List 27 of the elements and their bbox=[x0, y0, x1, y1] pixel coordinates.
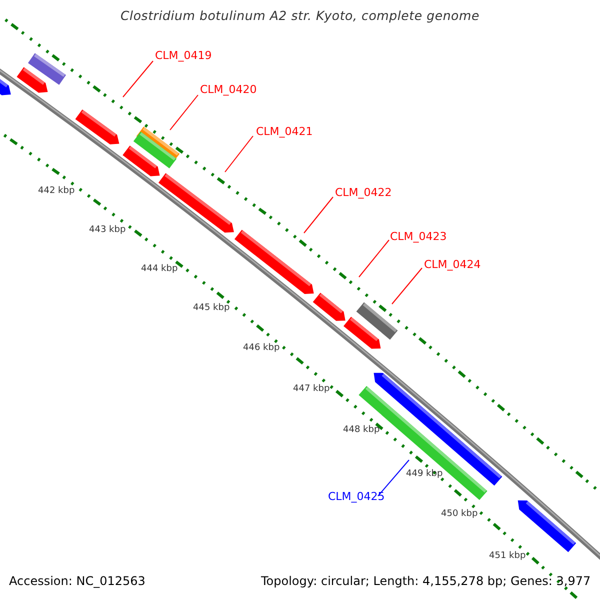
gene-label: CLM_0420 bbox=[200, 84, 257, 95]
axis-label: 450 kbp bbox=[441, 510, 478, 519]
leader-line bbox=[224, 136, 254, 172]
axis-label: 442 kbp bbox=[38, 187, 75, 196]
axis-label: 445 kbp bbox=[193, 304, 230, 313]
gene-label: CLM_0423 bbox=[390, 231, 447, 242]
gene-label: CLM_0425 bbox=[328, 491, 385, 502]
leader-line bbox=[392, 268, 422, 304]
leader-line bbox=[170, 94, 198, 130]
leader-line bbox=[358, 240, 390, 278]
accession-text: Accession: NC_012563 bbox=[9, 575, 146, 587]
gene-label: CLM_0422 bbox=[335, 187, 392, 198]
axis-label: 446 kbp bbox=[243, 344, 280, 353]
genome-info-text: Topology: circular; Length: 4,155,278 bp; Genes: 3,977 bbox=[261, 575, 591, 587]
leader-line bbox=[378, 460, 410, 496]
axis-label: 447 kbp bbox=[293, 385, 330, 394]
gene-label: CLM_0424 bbox=[424, 259, 481, 270]
leader-line bbox=[122, 60, 154, 98]
axis-label: 444 kbp bbox=[141, 265, 178, 274]
leader-line bbox=[304, 196, 334, 234]
gene-label: CLM_0419 bbox=[155, 50, 212, 61]
axis-label: 449 kbp bbox=[406, 470, 443, 479]
gene-label: CLM_0421 bbox=[256, 126, 313, 137]
axis-label: 451 kbp bbox=[489, 552, 526, 561]
title: Clostridium botulinum A2 str. Kyoto, complete genome bbox=[120, 10, 480, 22]
axis-label: 443 kbp bbox=[89, 226, 126, 235]
axis-label: 448 kbp bbox=[343, 426, 380, 435]
